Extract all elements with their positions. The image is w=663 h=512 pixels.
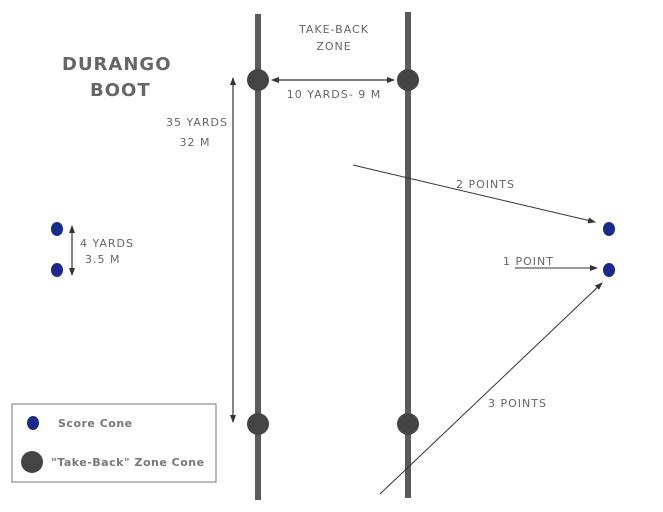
zone-label-line-2: ZONE: [316, 40, 351, 53]
legend-zone-cone-label: "Take-Back" Zone Cone: [51, 456, 205, 469]
three-points-label: 3 POINTS: [488, 397, 547, 410]
zone-cone-bottom-left: [247, 413, 269, 435]
score-cone-right-top: [603, 222, 615, 236]
legend-zone-cone-icon: [21, 451, 43, 473]
zone-cone-bottom-right: [397, 413, 419, 435]
zone-label-line-1: TAKE-BACK: [298, 23, 369, 36]
length-label-line-2: 32 M: [180, 136, 211, 149]
two-points-arrow: [352, 164, 596, 224]
zone-cone-top-right: [397, 69, 419, 91]
legend-score-cone-label: Score Cone: [58, 417, 133, 430]
score-cone-left-top: [51, 222, 63, 236]
score-gap-label-line-2: 3.5 M: [85, 253, 120, 266]
zone-cone-top-left: [247, 69, 269, 91]
left-zone-line: [255, 14, 261, 500]
two-points-label: 2 POINTS: [456, 178, 515, 191]
width-label: 10 YARDS- 9 M: [287, 88, 381, 101]
right-zone-line: [405, 12, 411, 498]
legend-score-cone-icon: [27, 416, 39, 430]
three-points-arrow: [379, 282, 603, 495]
length-label-line-1: 35 YARDS: [166, 116, 228, 129]
title-line-1: DURANGO: [62, 54, 172, 75]
score-cone-left-bottom: [51, 263, 63, 277]
legend: Score Cone "Take-Back" Zone Cone: [11, 403, 217, 483]
title-line-2: BOOT: [90, 80, 151, 101]
one-point-label: 1 POINT: [503, 255, 554, 268]
score-gap-label-line-1: 4 YARDS: [80, 237, 134, 250]
score-cone-right-bottom: [603, 263, 615, 277]
